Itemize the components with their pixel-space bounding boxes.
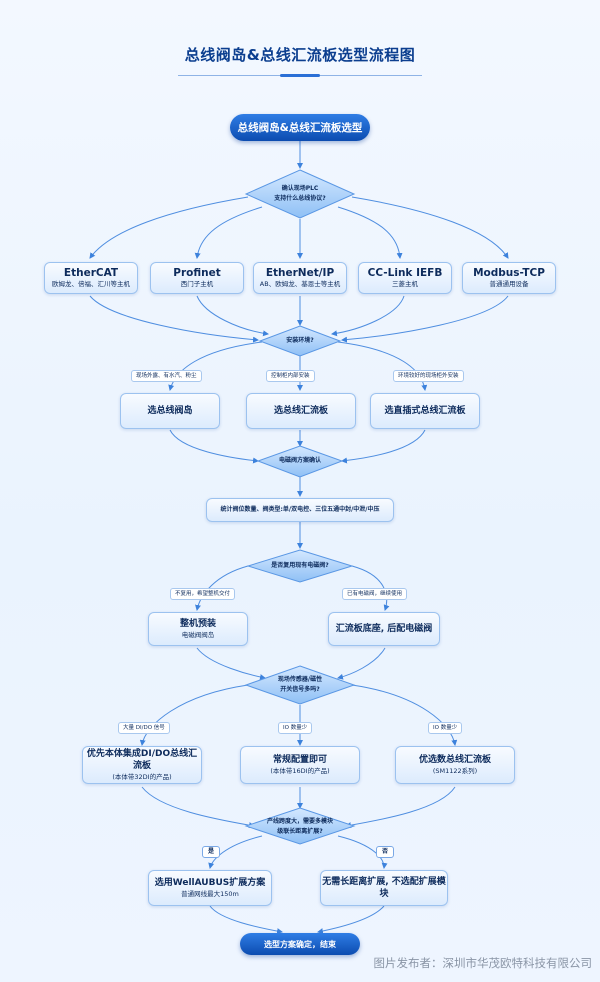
env-box-label: 选总线汇流板 [273, 406, 328, 416]
page-title: 总线阀岛&总线汇流板选型流程图 [184, 46, 416, 64]
decision-q1-line2: 支持什么总线协议? [274, 195, 326, 202]
ext-box-no-extension: 无需长距离扩展, 不选配扩展模块 [320, 870, 448, 906]
reuse-box-base-only: 汇流板底座, 后配电磁阀 [328, 612, 440, 646]
env-box-valve-island: 选总线阀岛 [120, 393, 220, 429]
io-box-main: 常规配置即可 [272, 755, 327, 765]
end-node: 选型方案确定，结束 [240, 933, 360, 955]
io-box-sub: (SM1122系列) [432, 767, 478, 775]
decision-q3: 电磁阀方案确认 [278, 457, 321, 464]
reuse-tag-no: 不复用，希望整机交付 [170, 588, 236, 600]
ext-box-wellaubus: 选用WellAUBUS扩展方案 普通网线最大150m [148, 870, 272, 906]
protocol-profinet: Profinet 西门子主机 [150, 262, 244, 294]
reuse-box-main: 整机预装 [179, 619, 216, 629]
reuse-box-preassembled: 整机预装 电磁阀阀岛 [148, 612, 248, 646]
io-box-digital: 优选数总线汇流板 (SM1122系列) [395, 746, 515, 784]
protocol-name: EtherCAT [63, 267, 119, 279]
decision-q1-line1: 确认现场PLC [281, 185, 319, 192]
yes-label: 是 [202, 846, 220, 858]
protocol-hosts: 欧姆龙、倍福、汇川等主机 [52, 280, 130, 288]
protocol-hosts: 西门子主机 [180, 280, 214, 288]
env-box-plugin-manifold: 选直插式总线汇流板 [370, 393, 480, 429]
protocol-hosts: 三菱主机 [392, 280, 418, 288]
io-box-main: 优选数总线汇流板 [418, 755, 491, 765]
io-tag-few-2: IO 数量少 [428, 722, 463, 734]
env-tag-outdoor: 现场外露、有水汽、粉尘 [131, 370, 202, 382]
decision-q5-line2: 开关信号多吗? [280, 686, 320, 693]
decision-q5-line1: 现场传感器/磁性 [277, 676, 323, 683]
start-node: 总线阀岛&总线汇流板选型 [230, 114, 370, 141]
protocol-modbus-tcp: Modbus-TCP 普通通用设备 [462, 262, 556, 294]
env-tag-field: 环境较好的现场柜外安装 [393, 370, 464, 382]
protocol-name: CC-Link IEFB [367, 267, 443, 279]
io-tag-few: IO 数量少 [278, 722, 313, 734]
reuse-tag-yes: 已有电磁阀，继续使用 [342, 588, 408, 600]
protocol-ethernet-ip: EtherNet/IP AB、欧姆龙、基恩士等主机 [253, 262, 347, 294]
env-box-label: 选直插式总线汇流板 [384, 406, 466, 416]
decision-q6: 产线跨度大，需要多模块 级联长距离扩展? [250, 815, 350, 839]
protocol-hosts: AB、欧姆龙、基恩士等主机 [259, 280, 341, 288]
publisher-credit: 图片发布者：深圳市华茂欧特科技有限公司 [373, 956, 593, 970]
decision-q6-line2: 级联长距离扩展? [277, 828, 323, 835]
decision-q2-shape [258, 325, 342, 357]
io-box-main: 优先本体集成DI/DO总线汇流板 [86, 749, 198, 771]
env-box-manifold: 选总线汇流板 [246, 393, 356, 429]
decision-q5-shape [244, 665, 356, 705]
decision-q4-shape [246, 549, 354, 583]
protocol-cc-link: CC-Link IEFB 三菱主机 [358, 262, 452, 294]
reuse-box-main: 汇流板底座, 后配电磁阀 [335, 624, 433, 634]
io-box-integrated: 优先本体集成DI/DO总线汇流板 (本体带32DI的产品) [82, 746, 202, 784]
io-box-sub: (本体带32DI的产品) [112, 773, 172, 781]
decision-q3-shape [256, 445, 344, 478]
decision-q5: 现场传感器/磁性 开关信号多吗? [250, 673, 350, 697]
decision-q4: 是否复用现有电磁阀? [271, 562, 329, 569]
protocol-name: Modbus-TCP [473, 267, 545, 279]
decision-q6-line1: 产线跨度大，需要多模块 [266, 818, 333, 825]
decision-q1: 确认现场PLC 支持什么总线协议? [246, 176, 354, 212]
io-box-standard: 常规配置即可 (本体带16DI的产品) [240, 746, 360, 784]
title-underline [178, 74, 422, 77]
io-box-sub: (本体带16DI的产品) [270, 767, 330, 775]
ext-box-main: 选用WellAUBUS扩展方案 [154, 878, 266, 888]
protocol-name: EtherNet/IP [265, 267, 335, 279]
io-tag-many: 大量 DI/DO 信号 [118, 722, 170, 734]
count-box: 统计阀位数量、阀类型:单/双电控、三位五通中封/中泄/中压 [206, 498, 394, 522]
decision-q1-shape [244, 169, 356, 219]
protocol-name: Profinet [173, 267, 221, 279]
env-box-label: 选总线阀岛 [147, 406, 193, 416]
env-tag-cabinet: 控制柜内部安装 [266, 370, 315, 382]
decision-q6-shape [244, 807, 356, 845]
reuse-box-sub: 电磁阀阀岛 [181, 631, 215, 639]
protocol-hosts: 普通通用设备 [489, 280, 529, 288]
decision-q2: 安装环境? [286, 337, 314, 344]
protocol-ethercat: EtherCAT 欧姆龙、倍福、汇川等主机 [44, 262, 138, 294]
count-box-label: 统计阀位数量、阀类型:单/双电控、三位五通中封/中泄/中压 [220, 506, 380, 513]
ext-box-main: 无需长距离扩展, 不选配扩展模块 [322, 877, 446, 899]
ext-box-sub: 普通网线最大150m [181, 890, 239, 898]
no-label: 否 [376, 846, 394, 858]
